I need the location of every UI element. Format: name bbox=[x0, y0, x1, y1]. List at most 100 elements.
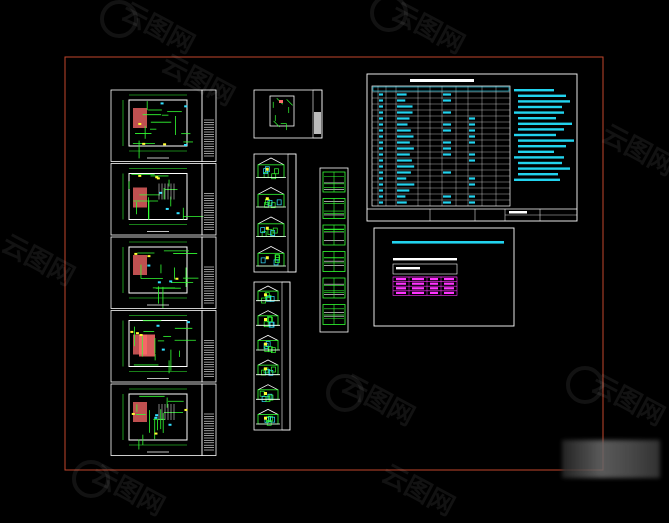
legend-header-box bbox=[392, 263, 458, 275]
table-cell-text bbox=[469, 201, 475, 204]
window bbox=[270, 416, 275, 423]
table-cell-text bbox=[379, 201, 383, 204]
elevation-drawing bbox=[256, 334, 280, 353]
note-line bbox=[518, 145, 566, 148]
plan-mark bbox=[161, 348, 165, 351]
detail-drawing bbox=[322, 304, 346, 325]
drawing-frame bbox=[64, 56, 604, 471]
table-cell-text bbox=[379, 123, 383, 126]
note-line bbox=[514, 111, 564, 114]
elevation-column-2 bbox=[253, 281, 291, 431]
building-outline bbox=[128, 246, 188, 294]
plan-line bbox=[286, 99, 293, 106]
sheet-border bbox=[319, 167, 349, 333]
plan-title-block bbox=[201, 163, 217, 236]
plan-mark bbox=[168, 423, 172, 426]
roof-line bbox=[257, 408, 279, 415]
elevation-drawing bbox=[256, 359, 280, 376]
table-cell-text bbox=[469, 177, 475, 180]
window bbox=[263, 168, 268, 175]
table-cell-text bbox=[397, 117, 410, 120]
title-block-frame bbox=[281, 281, 291, 431]
note-line bbox=[518, 139, 574, 142]
table-cell-text bbox=[379, 189, 383, 192]
legend-cell-text bbox=[444, 278, 454, 281]
plan-title-block bbox=[201, 310, 217, 383]
note-line bbox=[518, 128, 564, 131]
window bbox=[264, 202, 269, 208]
legend-cell-text bbox=[396, 278, 406, 281]
plan-mark bbox=[155, 414, 159, 417]
window bbox=[276, 199, 282, 206]
table-cell-text bbox=[397, 171, 411, 174]
title-block-frame bbox=[201, 383, 217, 456]
legend-cell-text bbox=[430, 282, 438, 285]
plan-mark bbox=[184, 408, 188, 411]
room-hatch bbox=[133, 402, 147, 422]
window bbox=[266, 295, 271, 302]
table-cell-text bbox=[397, 147, 414, 150]
plan-title-block bbox=[201, 89, 217, 162]
legend-sheet bbox=[373, 227, 515, 327]
plan-mark bbox=[130, 330, 134, 333]
legend-cell-text bbox=[444, 282, 454, 285]
plan-mark bbox=[264, 342, 267, 346]
room-hatch bbox=[133, 187, 147, 208]
legend-header-line bbox=[393, 258, 457, 261]
table-cell-text bbox=[397, 159, 412, 162]
roof-line bbox=[257, 310, 279, 317]
detail-drawing bbox=[322, 251, 346, 272]
plan-mark bbox=[264, 416, 267, 420]
table-cell-text bbox=[469, 153, 475, 156]
table-cell-text bbox=[397, 105, 413, 108]
table-cell-text bbox=[443, 195, 451, 198]
sheet-border bbox=[373, 227, 515, 327]
floor-plan-sheet bbox=[110, 383, 203, 456]
plan-mark bbox=[157, 281, 161, 284]
table-cell-text bbox=[469, 159, 475, 162]
table-cell-text bbox=[379, 93, 383, 96]
table-cell-text bbox=[379, 105, 383, 108]
roof-line bbox=[257, 334, 279, 341]
detail-drawing bbox=[322, 198, 346, 219]
table-cell-text bbox=[397, 135, 414, 138]
roof-line bbox=[257, 187, 285, 195]
window bbox=[267, 200, 273, 206]
table-cell-text bbox=[379, 129, 383, 132]
window bbox=[268, 394, 274, 401]
note-line bbox=[518, 150, 554, 153]
legend-cell-text bbox=[444, 287, 454, 290]
table-cell-text bbox=[379, 177, 383, 180]
note-line bbox=[518, 100, 570, 103]
table-cell-text bbox=[397, 189, 410, 192]
window bbox=[274, 168, 279, 175]
note-line bbox=[518, 94, 566, 97]
table-cell-text bbox=[469, 183, 475, 186]
plan-mark bbox=[131, 412, 135, 415]
table-cell-text bbox=[397, 201, 407, 204]
table-cell-text bbox=[443, 111, 451, 114]
table-cell-text bbox=[443, 141, 451, 144]
window bbox=[268, 369, 274, 376]
elevation-drawing bbox=[256, 246, 286, 267]
table-cell-text bbox=[379, 135, 383, 138]
building-outline bbox=[128, 99, 188, 147]
title-block-text bbox=[509, 211, 527, 214]
plan-mark bbox=[264, 318, 267, 321]
roof-line bbox=[257, 359, 279, 366]
plan-mark bbox=[264, 367, 267, 371]
note-line bbox=[514, 133, 556, 137]
plan-mark bbox=[134, 252, 138, 255]
table-cell-text bbox=[379, 111, 383, 114]
table-cell-text bbox=[397, 177, 407, 180]
window bbox=[271, 173, 277, 180]
sheet-border bbox=[366, 73, 578, 222]
plan-mark bbox=[142, 142, 146, 145]
plan-mark bbox=[264, 392, 267, 395]
window bbox=[269, 296, 275, 302]
plan-mark bbox=[138, 122, 142, 125]
plan-mark bbox=[265, 167, 269, 171]
elevation-drawing bbox=[256, 187, 286, 209]
building-outline bbox=[128, 393, 188, 441]
